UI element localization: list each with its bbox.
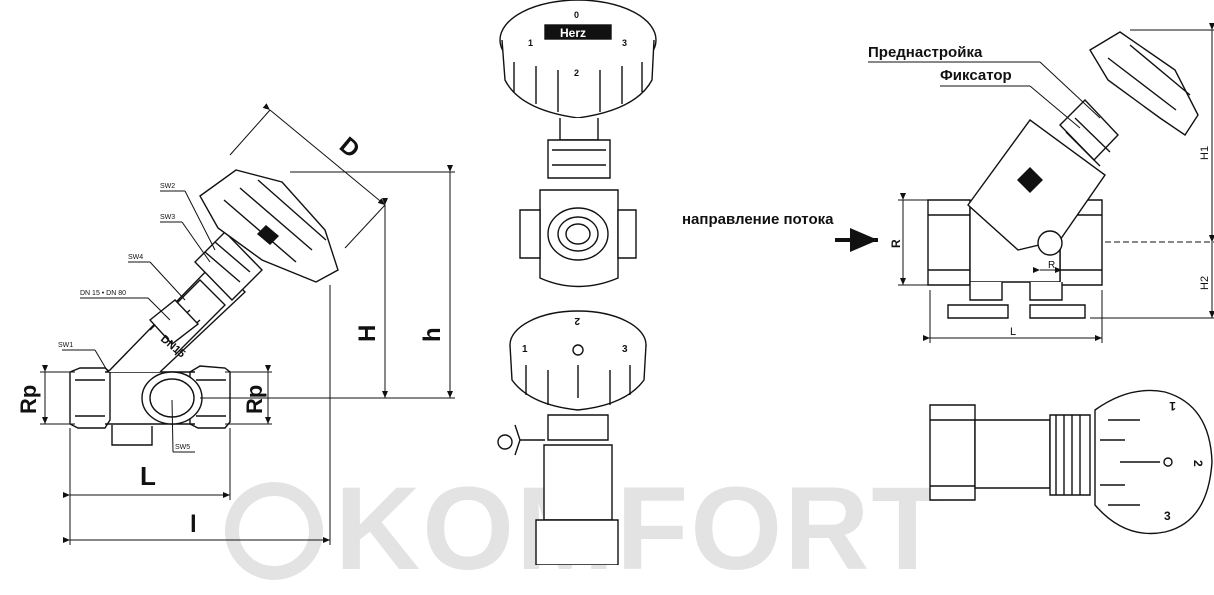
bottom-right-labels: 1 2 3	[1164, 399, 1205, 523]
dim-H: H	[354, 325, 381, 342]
dial-br1: 1	[1169, 399, 1176, 413]
dim-L-right: L	[1010, 326, 1016, 338]
dim-l: l	[190, 511, 197, 538]
dim-H1: H1	[1199, 146, 1211, 160]
left-dimensions	[40, 103, 455, 545]
center-bottom-valve	[497, 310, 647, 565]
label-sw3: SW3	[160, 214, 175, 221]
label-dn-range: DN 15 • DN 80	[80, 290, 126, 297]
right-dimensions	[835, 23, 1214, 343]
center-top-labels: Herz 0 1 2 3	[528, 10, 627, 78]
preset-label: Преднастройка	[868, 44, 983, 61]
flow-direction-label: направление потока	[682, 211, 834, 228]
dial-br2: 2	[1191, 460, 1205, 467]
dial-1: 1	[528, 38, 533, 48]
dial-3: 3	[622, 38, 627, 48]
label-sw1: SW1	[58, 342, 73, 349]
dim-R-small: R	[1048, 260, 1055, 271]
bottom-right-valve	[929, 389, 1213, 535]
center-bottom-labels: 1 2 3	[522, 315, 628, 355]
brand-herz: Herz	[560, 26, 586, 40]
lock-label: Фиксатор	[940, 67, 1012, 84]
dim-D: D	[334, 132, 365, 164]
center-top-valve	[499, 0, 657, 288]
dim-h: h	[419, 327, 446, 342]
label-sw4: SW4	[128, 254, 143, 261]
label-sw5: SW5	[175, 444, 190, 451]
label-sw2: SW2	[160, 183, 175, 190]
drawing-canvas: D H h L l Rp Rp SW1 SW2 SW3 SW4 SW5 DN 1…	[16, 0, 1214, 565]
dim-Rp-left: Rp	[16, 385, 41, 414]
left-valve-drawing	[69, 169, 339, 446]
dial-b3: 3	[622, 344, 628, 355]
dial-b2: 2	[574, 315, 580, 326]
dial-br3: 3	[1164, 509, 1171, 523]
dial-b1: 1	[522, 344, 528, 355]
dim-R: R	[889, 239, 903, 248]
dim-Rp-right: Rp	[242, 385, 267, 414]
right-valve-drawing	[927, 31, 1199, 319]
dial-2: 2	[574, 68, 579, 78]
dim-H2: H2	[1199, 276, 1211, 290]
right-labels: R R L H1 H2	[889, 146, 1211, 338]
dial-0: 0	[574, 10, 579, 20]
dim-L: L	[140, 461, 156, 491]
